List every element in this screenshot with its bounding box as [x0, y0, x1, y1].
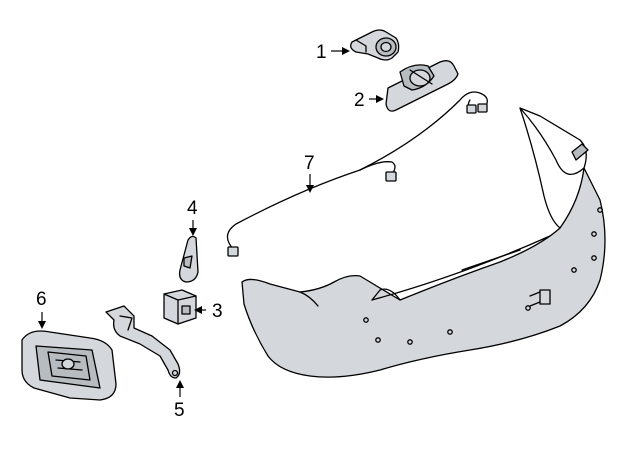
callout-4: 4	[187, 198, 198, 236]
callout-6: 6	[36, 289, 47, 329]
callout-label: 4	[187, 198, 198, 219]
callout-label: 1	[316, 42, 327, 63]
callout-5: 5	[174, 380, 185, 421]
part-2-sensor-bracket[interactable]	[385, 60, 459, 112]
callout-label: 7	[304, 153, 315, 174]
callout-2: 2	[354, 90, 384, 111]
callout-label: 3	[212, 301, 223, 322]
rear-bumper-cover[interactable]	[241, 107, 606, 378]
part-5-bracket[interactable]	[105, 305, 181, 379]
callout-7: 7	[304, 153, 315, 193]
callout-label: 2	[354, 90, 365, 111]
callout-3: 3	[194, 301, 223, 322]
callout-label: 6	[36, 289, 47, 310]
part-4-reflector[interactable]	[178, 235, 199, 283]
part-3-control-module[interactable]	[163, 289, 197, 325]
part-1-parking-sensor[interactable]	[350, 29, 400, 61]
part-7-wiring-harness[interactable]	[226, 91, 488, 257]
callout-1: 1	[316, 42, 350, 63]
part-6-energy-absorber[interactable]	[21, 330, 117, 401]
callout-label: 5	[174, 400, 185, 421]
